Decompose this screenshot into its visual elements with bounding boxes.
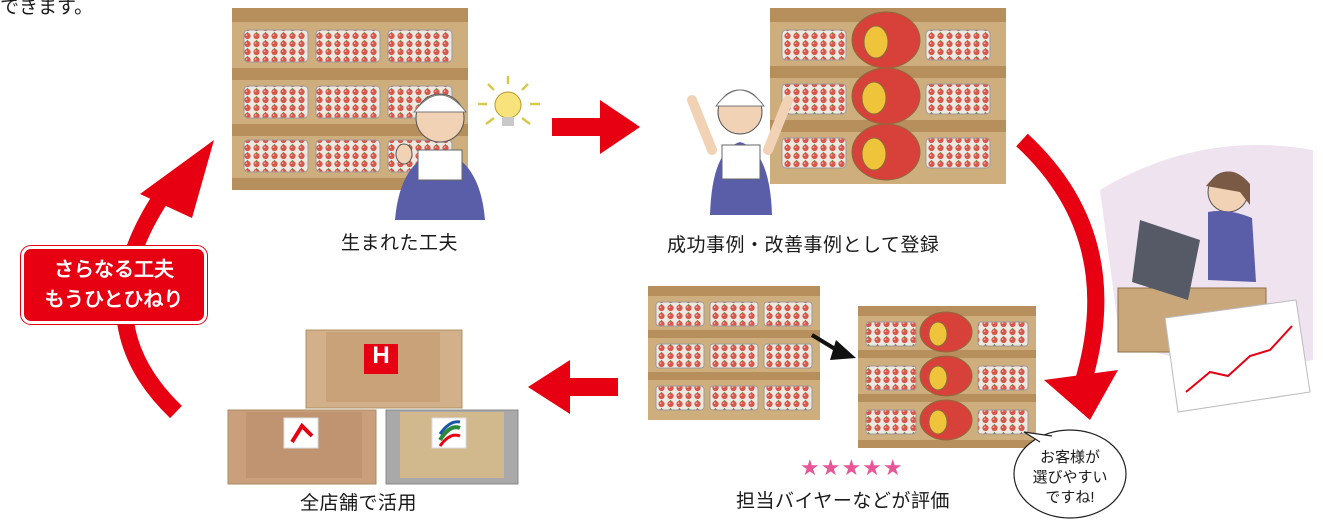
caption-registered: 成功事例・改善事例として登録 [667,235,940,256]
caption-evaluated: 担当バイヤーなどが評価 [736,491,950,512]
store-icon [227,329,519,485]
top-text-fragment: できます。 [0,0,94,18]
shelf-registered [770,8,1006,184]
worker-thinking [395,93,485,220]
line-chart-icon [1164,299,1311,413]
worker-cheering [687,89,793,215]
lightbulb-icon [478,76,540,126]
badge-further-ideas: さらなる工夫 もうひとひねり [21,246,207,324]
arrow-right-icon [552,100,640,154]
shelf-before [648,286,820,420]
speech-bubble-text: お客様が 選びやすい ですね! [1014,448,1126,508]
speech-line-1: お客様が [1039,449,1100,466]
speech-bubble [1013,429,1127,519]
arrow-left-icon [528,360,618,414]
speech-line-2: 選びやすい [1032,469,1108,486]
store-logo-letter: H [372,342,390,369]
rating-stars: ★★★★★ [800,455,904,480]
caption-rollout: 全店舗で活用 [300,493,418,514]
curved-arrow-icon [1016,133,1105,395]
speech-line-3: ですね! [1045,489,1095,506]
badge-line-2: もうひとひねり [44,289,184,311]
badge-line-1: さらなる工夫 [54,259,174,281]
shelf-after [858,306,1036,448]
arrow-icon-black [810,333,856,360]
caption-created: 生まれた工夫 [341,233,459,254]
